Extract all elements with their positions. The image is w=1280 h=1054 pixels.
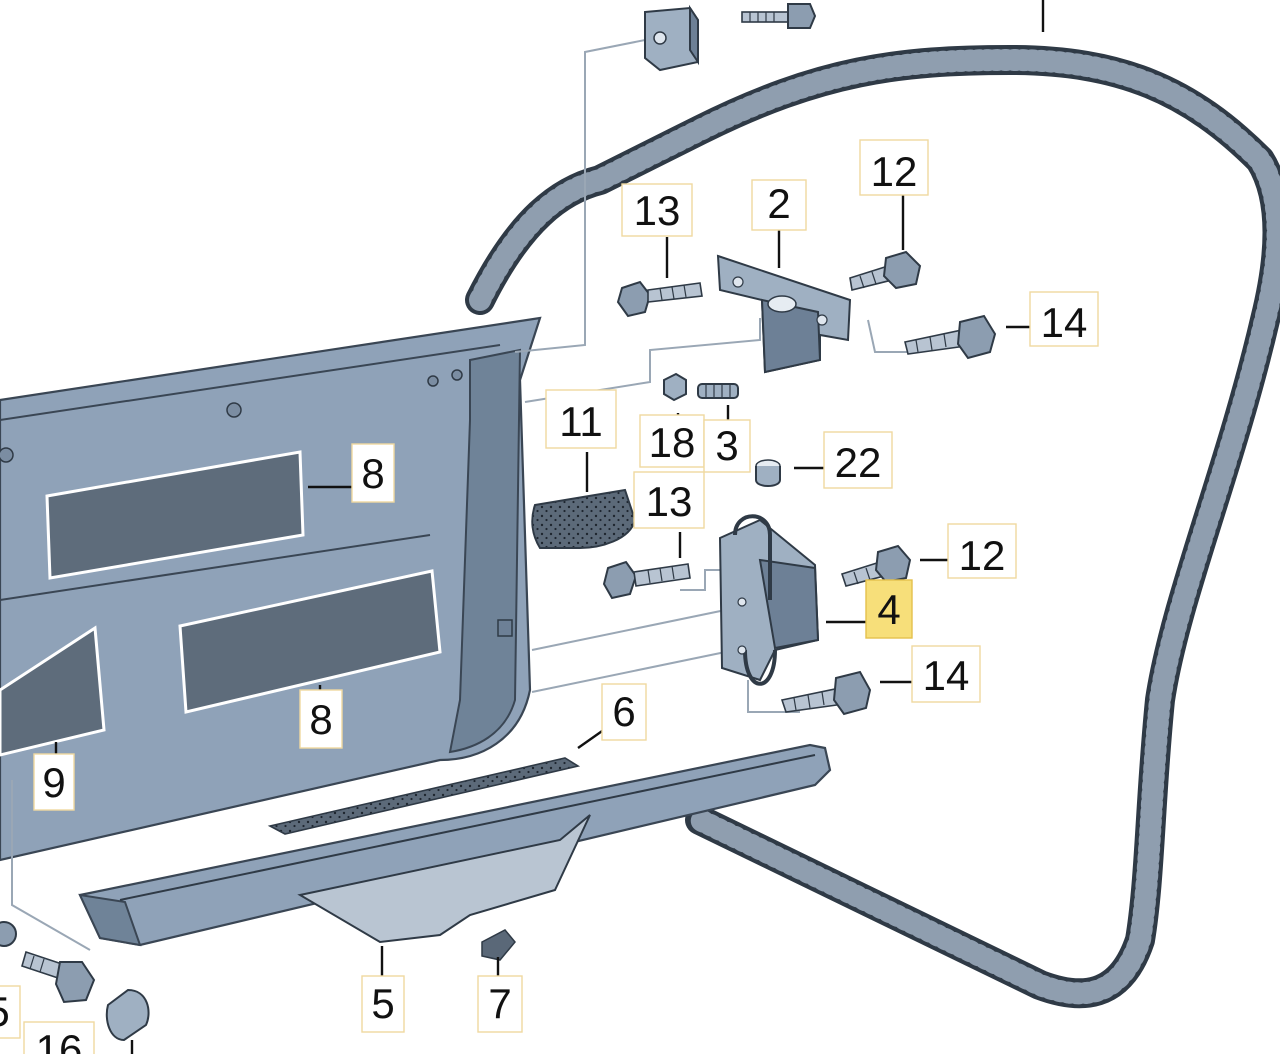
svg-text:13: 13 [646, 478, 693, 525]
svg-text:18: 18 [649, 419, 696, 466]
callout-2: 2 [751, 179, 807, 231]
callout-13-upper: 13 [621, 183, 693, 237]
hinge-bolt-13-upper [616, 280, 703, 318]
spring-pin-3 [697, 383, 739, 399]
svg-text:5: 5 [371, 980, 394, 1027]
top-bolt [741, 3, 817, 29]
callout-16: 16 [23, 1021, 95, 1054]
svg-text:16: 16 [36, 1026, 83, 1054]
lower-door-hinge [718, 514, 820, 686]
callout-6: 6 [601, 683, 647, 741]
hinge-bolt-14-lower [780, 670, 872, 716]
svg-text:14: 14 [1041, 299, 1088, 346]
svg-text:3: 3 [715, 422, 738, 469]
callout-7: 7 [477, 975, 523, 1033]
washer-left [0, 921, 17, 947]
callout-8-upper: 8 [351, 443, 395, 503]
callout-12-upper: 12 [859, 139, 929, 196]
clip-7 [481, 929, 516, 961]
hinge-bolt-13-lower [602, 560, 691, 600]
callout-4-highlighted: 4 [865, 579, 913, 639]
mounting-block [644, 4, 699, 72]
svg-text:8: 8 [309, 696, 332, 743]
felt-pad-upper [45, 450, 305, 580]
hinge-bolt-12-lower [840, 544, 912, 587]
callout-11: 11 [545, 389, 617, 449]
plug-cap [105, 988, 150, 1042]
upper-door-hinge [716, 254, 852, 374]
svg-text:2: 2 [767, 180, 790, 227]
svg-text:5: 5 [0, 988, 10, 1035]
sill-strip-6 [267, 757, 581, 835]
svg-text:9: 9 [42, 759, 65, 806]
svg-text:8: 8 [361, 450, 384, 497]
felt-pad-lower [178, 569, 442, 714]
door-seal [465, 45, 1280, 1009]
cap-22 [755, 459, 781, 487]
callout-3: 3 [703, 419, 751, 473]
callout-5-left: 5 [0, 985, 21, 1039]
callout-14-upper: 14 [1029, 291, 1099, 347]
assembly-guide-lines [11, 37, 915, 951]
callout-13-lower: 13 [633, 471, 705, 529]
callout-18: 18 [639, 414, 705, 468]
svg-text:22: 22 [835, 439, 882, 486]
svg-text:12: 12 [871, 148, 918, 195]
callout-5: 5 [361, 975, 405, 1033]
hinge-bolt-14-upper [904, 314, 997, 360]
callout-22: 22 [823, 431, 893, 489]
callout-9: 9 [33, 753, 75, 811]
trim-piece-5 [297, 814, 591, 944]
svg-text:6: 6 [612, 688, 635, 735]
svg-text:14: 14 [923, 652, 970, 699]
svg-text:11: 11 [559, 398, 603, 445]
svg-text:12: 12 [959, 532, 1006, 579]
bolt-16 [21, 950, 96, 1004]
felt-pad-triangle [0, 625, 106, 757]
door-trim-panel [0, 316, 542, 862]
hinge-bolt-12-upper [849, 250, 922, 291]
callout-12-lower: 12 [947, 523, 1017, 579]
nut-18 [663, 372, 687, 402]
callout-8-lower: 8 [299, 689, 343, 749]
sill-trim [78, 743, 832, 947]
callout-14-lower: 14 [911, 645, 981, 703]
svg-text:13: 13 [634, 187, 681, 234]
svg-text:4: 4 [877, 586, 900, 633]
bump-stop-11 [531, 488, 637, 549]
svg-text:7: 7 [488, 980, 511, 1027]
